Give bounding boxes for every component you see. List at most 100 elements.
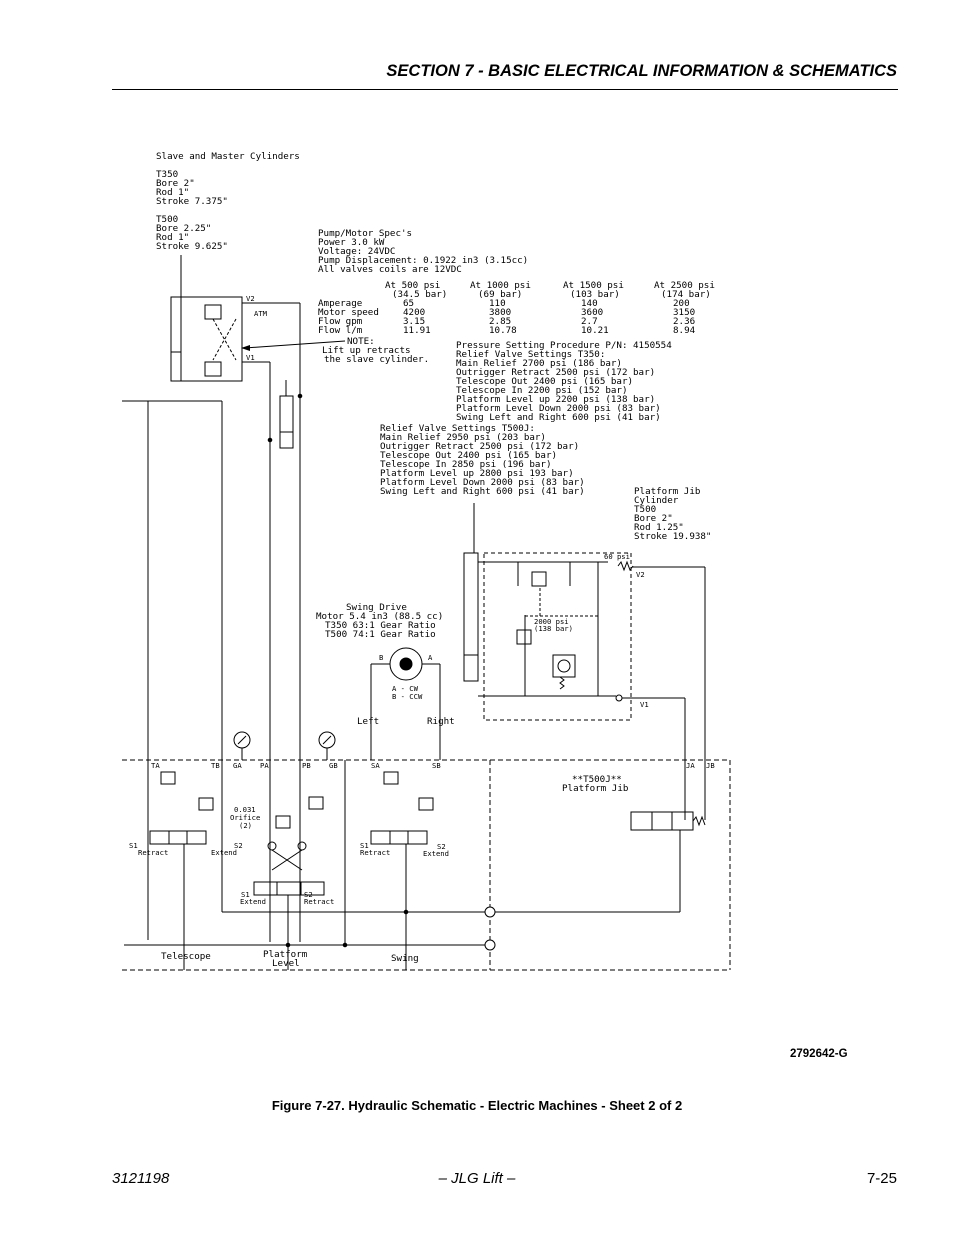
slave-cylinder	[279, 395, 294, 449]
platform-level-label: Level	[272, 958, 300, 969]
extend-label: Extend	[240, 897, 266, 906]
crossover-symbol	[484, 906, 496, 918]
relief-t500j-line: Platform Level Down 2000 psi (83 bar)	[380, 477, 585, 488]
relief-valve	[418, 797, 434, 811]
junction-dot	[403, 909, 409, 915]
telescope-section-label: Telescope	[161, 951, 211, 962]
cyl-t500-line: T500	[156, 214, 178, 225]
note-line: Lift up retracts	[322, 345, 411, 356]
platform-level-label: Platform	[263, 949, 308, 960]
pump-col-header: (103 bar)	[570, 289, 620, 300]
check-valve	[267, 841, 277, 851]
orifice-valve	[275, 815, 291, 829]
orifice-label: 0.031	[234, 805, 256, 814]
cyl-t500-line: Rod 1"	[156, 232, 189, 243]
relief-t350-line: Telescope Out 2400 psi (165 bar)	[456, 376, 633, 387]
pump-col-header: At 500 psi	[385, 280, 440, 291]
spring-icon	[559, 676, 565, 690]
directional-valve	[253, 881, 325, 896]
cyl-t500-line: Stroke 9.625"	[156, 241, 228, 252]
directional-valve	[149, 830, 207, 845]
port-pa: PA	[260, 761, 269, 770]
note: NOTE: Lift up retracts the slave cylinde…	[322, 336, 429, 365]
jib-cyl-line: Rod 1.25"	[634, 522, 684, 533]
pump-col-header: (34.5 bar)	[392, 289, 447, 300]
pump-specs: Pump/Motor Spec's Power 3.0 kW Voltage: …	[318, 228, 528, 275]
relief-valve	[308, 796, 324, 810]
jib-cyl-line: Cylinder	[634, 495, 679, 506]
relief-t350-line: Pressure Setting Procedure P/N: 4150554	[456, 340, 672, 351]
pump-row-label: Flow l/m	[318, 325, 363, 336]
check-valve-v1	[615, 694, 623, 702]
port-sb: SB	[432, 761, 441, 770]
pump-cell: 10.21	[581, 325, 609, 336]
swing-drive-specs: Swing Drive Motor 5.4 in3 (88.5 cc) T350…	[316, 602, 443, 640]
cyl-t500-line: Bore 2.25"	[156, 223, 211, 234]
note-arrowhead	[241, 345, 250, 351]
pump-col-header: At 2500 psi	[654, 280, 715, 291]
cross-line	[271, 849, 303, 871]
lock-valve-lower	[204, 361, 222, 377]
port-v1-jib: V1	[640, 700, 649, 709]
motor-a-cw: A - CW	[392, 684, 419, 693]
junction-dot	[297, 393, 303, 399]
port-pb: PB	[302, 761, 311, 770]
pump-row-label: Motor speed	[318, 307, 379, 318]
motor-port-a: A	[428, 653, 433, 662]
swing-section-label: Swing	[391, 953, 419, 964]
relief-t350-line: Platform Level up 2200 psi (138 bar)	[456, 394, 655, 405]
s2-label: S2	[234, 841, 243, 850]
relief-t350-line: Telescope In 2200 psi (152 bar)	[456, 385, 627, 396]
crossover-symbol	[484, 939, 496, 951]
pump-spec-line: Pump Displacement: 0.1922 in3 (3.15cc)	[318, 255, 528, 266]
s2-label: S2	[437, 842, 446, 851]
relief-valve	[160, 771, 176, 785]
pump-spec-line: All valves coils are 12VDC	[318, 264, 462, 275]
footer-page-number: 7-25	[866, 1170, 897, 1187]
header-rule	[112, 89, 898, 90]
pump-cell: 110	[489, 298, 506, 309]
s1-label: S1	[241, 890, 250, 899]
check-valve	[531, 571, 547, 587]
cross-line	[212, 318, 237, 361]
relief-t350: Pressure Setting Procedure P/N: 4150554 …	[456, 340, 672, 423]
pump-row-label: Amperage	[318, 298, 362, 309]
port-v1-label: V1	[246, 353, 255, 362]
footer-doc-number: 3121198	[112, 1170, 170, 1187]
section-header: SECTION 7 - BASIC ELECTRICAL INFORMATION…	[386, 62, 897, 80]
pump-cell: 3150	[673, 307, 695, 318]
swing-motor-core	[399, 657, 413, 671]
swing-drive-line: T500 74:1 Gear Ratio	[325, 629, 436, 640]
psi-60-label: 60 psi	[604, 552, 630, 561]
pump-spec-line: Voltage: 24VDC	[318, 246, 395, 257]
jib-section-label: Platform Jib	[562, 783, 628, 794]
gauge-needle	[237, 735, 247, 745]
check-valve	[297, 841, 307, 851]
figure-caption: Figure 7-27. Hydraulic Schematic - Elect…	[271, 1098, 683, 1113]
cyl-t350-line: Stroke 7.375"	[156, 196, 228, 207]
relief-t500j-line: Main Relief 2950 psi (203 bar)	[380, 432, 546, 443]
extend-label: Extend	[211, 848, 237, 857]
note-line: the slave cylinder.	[324, 354, 429, 365]
jib-cylinder-specs: Platform Jib Cylinder T500 Bore 2" Rod 1…	[634, 486, 711, 542]
relief-t500j-line: Platform Level up 2800 psi 193 bar)	[380, 468, 574, 479]
retract-label: Retract	[304, 897, 334, 906]
spring-icon	[692, 815, 706, 827]
pump-table: Amperage Motor speed Flow gpm Flow l/m A…	[318, 280, 715, 336]
cyl-t350-line: Bore 2"	[156, 178, 195, 189]
jib-valve-enclosure	[483, 552, 632, 721]
retract-label: Retract	[360, 848, 390, 857]
junction-dot	[285, 942, 291, 948]
pump-cell: 2.36	[673, 316, 695, 327]
relief-t500j-line: Outrigger Retract 2500 psi (172 bar)	[380, 441, 579, 452]
relief-t350-line: Platform Level Down 2000 psi (83 bar)	[456, 403, 661, 414]
pump-cell: 3600	[581, 307, 603, 318]
cylinder-title: Slave and Master Cylinders	[156, 151, 300, 162]
relief-valve	[198, 797, 214, 811]
orifice-label: Orifice	[230, 813, 260, 822]
note-line: NOTE:	[347, 336, 375, 347]
pump-cell: 65	[403, 298, 414, 309]
pump-row-label: Flow gpm	[318, 316, 363, 327]
port-v2-label: V2	[246, 294, 255, 303]
jib-cylinder	[463, 552, 479, 682]
